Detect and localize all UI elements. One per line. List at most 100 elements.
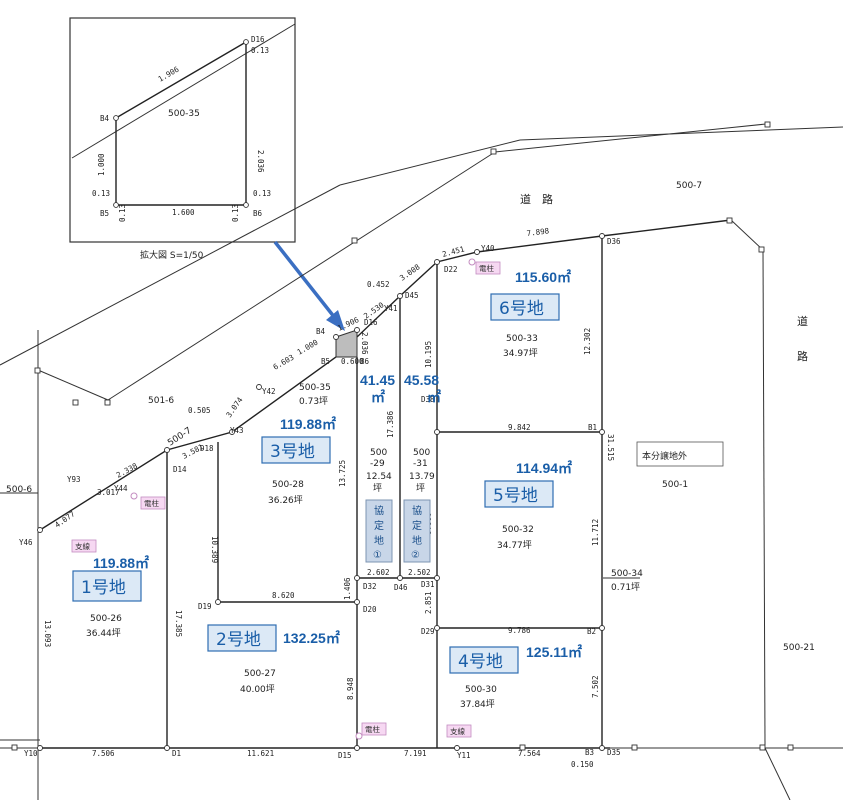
svg-text:11.712: 11.712 [591,519,600,546]
inset-dim-b5: 0.13 [92,189,110,198]
pt-B1: B1 [588,423,597,432]
svg-text:7.506: 7.506 [92,749,115,758]
pt-Y44: Y44 [114,484,128,493]
svg-text:17.386: 17.386 [386,410,395,438]
outside-label-box [636,441,724,467]
lot-6: 115.60㎡ 6号地 500-33 34.97坪 [490,269,571,359]
kyotei-1-lot1: 500 [370,448,387,458]
lot-3-area: 119.88㎡ [280,416,336,432]
inset-marker-b6 [243,202,249,208]
svg-text:7.898: 7.898 [526,226,550,238]
inset-point-b6: B6 [253,209,263,218]
kyotei-2-area: 45.58 [404,372,439,388]
pole-tag-3: 電柱 [365,724,380,734]
svg-text:7.502: 7.502 [591,675,600,698]
svg-text:9.786: 9.786 [508,626,531,635]
kyotei-1-tsubo: 12.54 [366,472,392,482]
svg-text:0.150: 0.150 [571,760,594,769]
pt-B6: B6 [360,357,370,366]
lot-1-name-box [72,570,142,602]
pt-D46: D46 [394,583,408,592]
kyotei-1-area: 41.45 [360,372,395,388]
stay-tag-1: 支線 [75,541,90,551]
lot-4-name: 4号地 [458,652,503,672]
stay-tag-2: 支線 [450,726,465,736]
lot-500-35-number: 500-35 [299,383,331,393]
kyotei-1-tsubo-unit: 坪 [373,483,382,494]
pt-B4: B4 [316,327,326,336]
inset-dim-d16: 0.13 [251,46,269,55]
dimension-labels: 7.898 2.451 3.008 0.452 2.530 1.906 1.00… [43,226,615,769]
svg-text:13.093: 13.093 [43,620,52,647]
lot-500-6: 500-6 [6,485,32,495]
svg-text:9.842: 9.842 [508,423,531,432]
road-label-right-1: 道 [797,314,808,328]
svg-text:定: 定 [412,519,422,532]
lot-6-tsubo: 34.97坪 [503,348,538,359]
pt-Y93: Y93 [67,475,81,484]
road-label-top: 道 路 [520,192,553,206]
pt-D15: D15 [338,751,352,760]
pt-Y40: Y40 [481,244,495,253]
inset-marker-b4 [113,115,119,121]
svg-text:8.620: 8.620 [272,591,295,600]
lot-5: 114.94㎡ 5号地 500-32 34.77坪 [484,460,572,551]
pt-D18: D18 [200,444,214,453]
lot-2-number: 500-27 [244,669,276,679]
svg-text:2.338: 2.338 [115,461,140,480]
inset-point-d16: D16 [251,35,265,44]
svg-text:協: 協 [374,504,384,517]
lot-5-tsubo: 34.77坪 [497,540,532,551]
svg-text:3.017: 3.017 [97,488,120,497]
pt-B3: B3 [585,748,594,757]
inset-point-b5: B5 [100,209,109,218]
kyotei-1: 41.45 ㎡ 500 -29 12.54 坪 協 定 地 ① [360,372,395,563]
road-label-right-2: 路 [797,350,808,363]
tags: 電柱 電柱 電柱 支線 支線 [71,258,501,740]
lot-500-34-number: 500-34 [611,569,643,579]
inset-boundary-line [71,23,296,159]
pt-D38: D38 [421,395,435,404]
lot-2-name-box [207,624,277,652]
lot-6-area: 115.60㎡ [515,269,571,285]
lot-4-area: 125.11㎡ [526,644,582,660]
inset-marker-b5 [113,202,119,208]
lot-5-area: 114.94㎡ [516,460,572,476]
lot-2-area: 132.25㎡ [283,630,340,646]
svg-text:2.451: 2.451 [441,244,465,259]
lot-1-area: 119.88㎡ [93,555,149,571]
lot-500-7-top: 500-7 [676,181,702,191]
pt-Y42: Y42 [262,387,276,396]
inset-marker-d16 [243,39,249,45]
svg-text:12.302: 12.302 [583,328,592,355]
lot-1-tsubo: 36.44坪 [86,628,121,639]
kyotei-1-area-unit: ㎡ [371,389,385,405]
svg-text:3.074: 3.074 [224,395,245,419]
svg-text:0.452: 0.452 [367,280,390,289]
lot-5-name-box [484,480,554,508]
pointer-arrow [273,240,345,331]
lot-1-name: 1号地 [81,578,126,598]
pt-Y43: Y43 [230,426,244,435]
svg-text:1.406: 1.406 [343,577,352,600]
kyotei-2-tsubo-unit: 坪 [416,483,425,494]
svg-text:0.600: 0.600 [341,357,364,366]
lot-500-35-shape [335,329,358,358]
svg-text:定: 定 [374,519,384,532]
pt-D22: D22 [444,265,458,274]
svg-text:2.851: 2.851 [424,591,433,614]
pt-D31: D31 [421,580,435,589]
kyotei-2-tsubo: 13.79 [409,472,435,482]
pt-D35: D35 [607,748,621,757]
pt-D19: D19 [198,602,212,611]
inset-dim-b5v: 0.13 [118,204,127,222]
inset-lot-number: 500-35 [168,109,200,119]
inset-dim-right: 2.036 [256,150,265,173]
inset-dim-left: 1.000 [97,153,106,176]
outside-label: 本分譲地外 [642,450,687,462]
lot-5-number: 500-32 [502,525,534,535]
lot-500-34-tsubo: 0.71坪 [611,582,640,593]
svg-text:11.621: 11.621 [247,749,274,758]
